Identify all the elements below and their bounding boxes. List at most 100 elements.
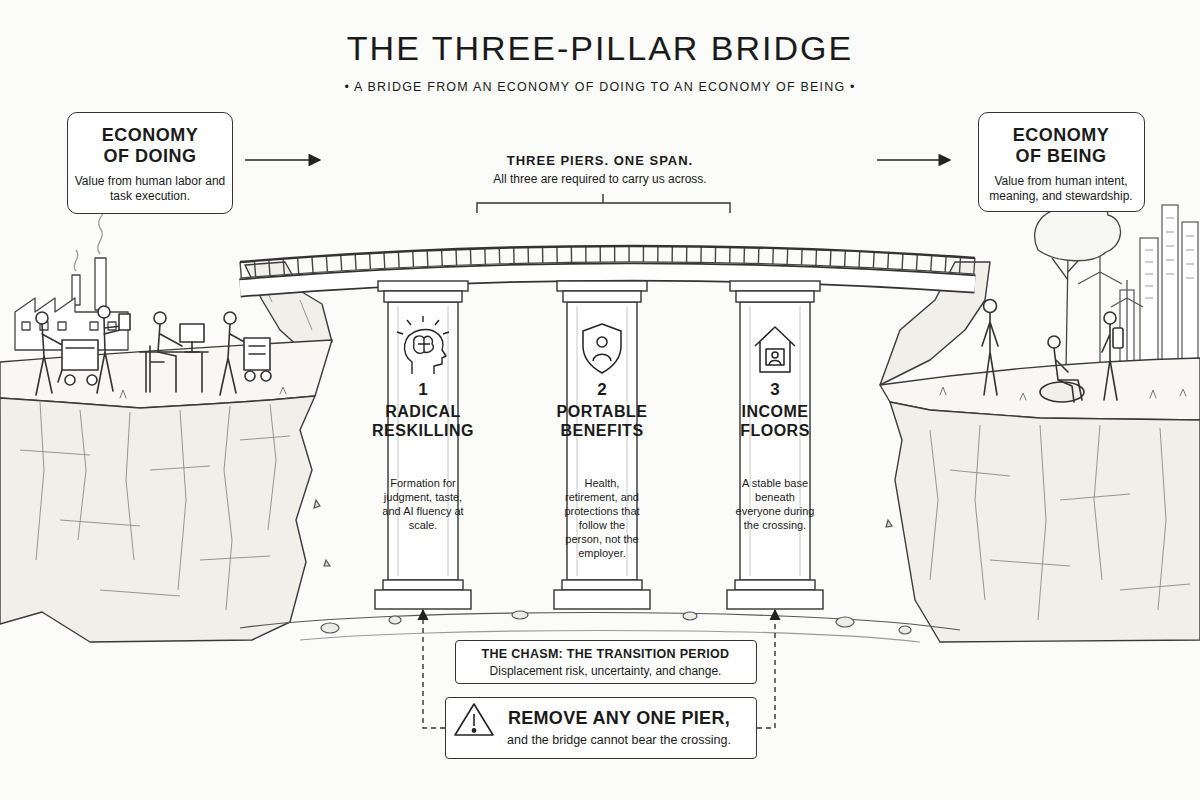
tree <box>1052 252 1086 368</box>
pier-number: 2 <box>522 380 682 400</box>
city-skyline <box>1120 205 1198 368</box>
worker-figures <box>36 306 271 395</box>
factory <box>90 322 98 330</box>
economy-box: ECONOMY OF BEING Value from human intent,… <box>978 112 1145 212</box>
flow-arrow <box>877 159 950 161</box>
person-figures <box>1040 382 1084 402</box>
worker-figures <box>36 324 64 395</box>
pier-outline <box>398 306 448 576</box>
box-body: Displacement risk, uncertainty, and chan… <box>456 664 755 679</box>
city-skyline <box>1182 222 1198 368</box>
pier-number: 1 <box>343 380 503 400</box>
flow-arrow <box>245 159 320 161</box>
chasm-floor <box>899 626 911 634</box>
wind-turbine <box>1111 280 1143 365</box>
chasm-floor <box>240 613 960 631</box>
worker-figures <box>65 375 75 385</box>
person-figures <box>982 313 998 395</box>
factory <box>95 258 106 310</box>
city-skyline <box>1162 205 1178 368</box>
person-figures <box>1048 336 1060 348</box>
tree <box>1035 198 1121 368</box>
pier-outline <box>727 590 823 609</box>
cliff-hatching <box>36 280 312 610</box>
pier-outline <box>554 590 650 609</box>
bridge-pier: 3INCOME FLOORSA stable base beneath ever… <box>695 280 855 610</box>
warning-heading: REMOVE ANY ONE PIER, <box>484 707 754 729</box>
pier-outline <box>522 280 682 610</box>
pier-heading: PORTABLE BENEFITS <box>542 402 662 440</box>
pier-outline <box>378 281 468 291</box>
diagram-title: THE THREE-PILLAR BRIDGE <box>0 28 1200 68</box>
worker-figures <box>98 306 110 318</box>
factory <box>22 322 30 330</box>
subtitle: • A BRIDGE FROM AN ECONOMY OF DOING TO A… <box>0 79 1200 95</box>
pier-outline <box>750 306 800 576</box>
person-figures <box>984 300 997 313</box>
person-figures <box>1113 328 1123 348</box>
bridge-deck <box>240 246 975 262</box>
warning-box: REMOVE ANY ONE PIER,and the bridge canno… <box>445 697 757 759</box>
bridge-deck <box>240 262 975 278</box>
economy-box: ECONOMY OF DOING Value from human labor a… <box>67 112 233 214</box>
worker-figures <box>154 312 166 324</box>
box-body: Value from human intent, meaning, and st… <box>985 174 1137 204</box>
span-bracket <box>477 194 730 213</box>
pier-outline <box>375 590 471 609</box>
bridge-pier: 2PORTABLE BENEFITS Health, retirement, an… <box>522 280 682 610</box>
right-cliff <box>880 262 1200 642</box>
pier-outline <box>735 580 815 590</box>
pier-outline <box>343 280 503 610</box>
worker-figures <box>87 375 97 385</box>
span-bracket <box>477 194 730 213</box>
pier-outline <box>388 302 458 580</box>
right-cliff <box>890 402 1200 642</box>
box-heading: ECONOMY OF DOING <box>95 125 205 167</box>
chasm-floor <box>683 612 697 620</box>
pier-heading: RADICAL RESKILLING <box>363 402 483 440</box>
chasm-floor <box>389 616 401 624</box>
worker-figures <box>119 314 130 330</box>
box-heading: THE CHASM: THE TRANSITION PERIOD <box>456 647 755 662</box>
pier-body: Formation for judgment, taste, and AI fl… <box>380 476 466 532</box>
box-body: Value from human labor and task executio… <box>74 174 226 204</box>
worker-figures <box>245 371 255 381</box>
hatching <box>930 425 1166 620</box>
wind-turbine <box>1078 246 1122 365</box>
pier-outline <box>740 302 810 580</box>
hatching <box>930 425 1190 620</box>
pier-heading: INCOME FLOORS <box>715 402 835 440</box>
chasm-box: THE CHASM: THE TRANSITION PERIOD Displace… <box>455 640 757 684</box>
worker-figures <box>261 371 271 381</box>
person-figures <box>120 387 1186 400</box>
pier-outline <box>563 291 641 302</box>
left-cliff <box>0 262 332 642</box>
worker-figures <box>224 312 236 324</box>
person-figures <box>1104 312 1116 324</box>
bridge-pier: 1RADICAL RESKILLING Formation for judgmen… <box>343 280 503 610</box>
span-note: All three are required to carry us acros… <box>400 171 800 187</box>
pier-outline <box>736 291 814 302</box>
cliff-hatching <box>20 436 290 596</box>
factory <box>58 322 66 330</box>
worker-figures <box>36 312 48 324</box>
pier-body: Health, retirement, and protections that… <box>559 476 645 560</box>
worker-figures <box>244 338 270 370</box>
hatching <box>950 470 1190 590</box>
dashed-connector <box>757 610 775 728</box>
pier-outline <box>562 580 642 590</box>
chasm-floor <box>321 623 339 633</box>
pier-outline <box>695 280 855 610</box>
span-heading: THREE PIERS. ONE SPAN. <box>400 152 800 169</box>
left-cliff <box>0 340 332 408</box>
pier-outline <box>557 281 647 291</box>
chasm-floor <box>836 617 854 627</box>
person-figures <box>1054 348 1082 402</box>
worker-figures <box>180 324 204 342</box>
factory <box>74 250 77 271</box>
box-heading: ECONOMY OF BEING <box>1006 125 1116 167</box>
pier-number: 3 <box>695 380 855 400</box>
worker-figures <box>185 342 199 352</box>
left-cliff <box>0 396 315 642</box>
